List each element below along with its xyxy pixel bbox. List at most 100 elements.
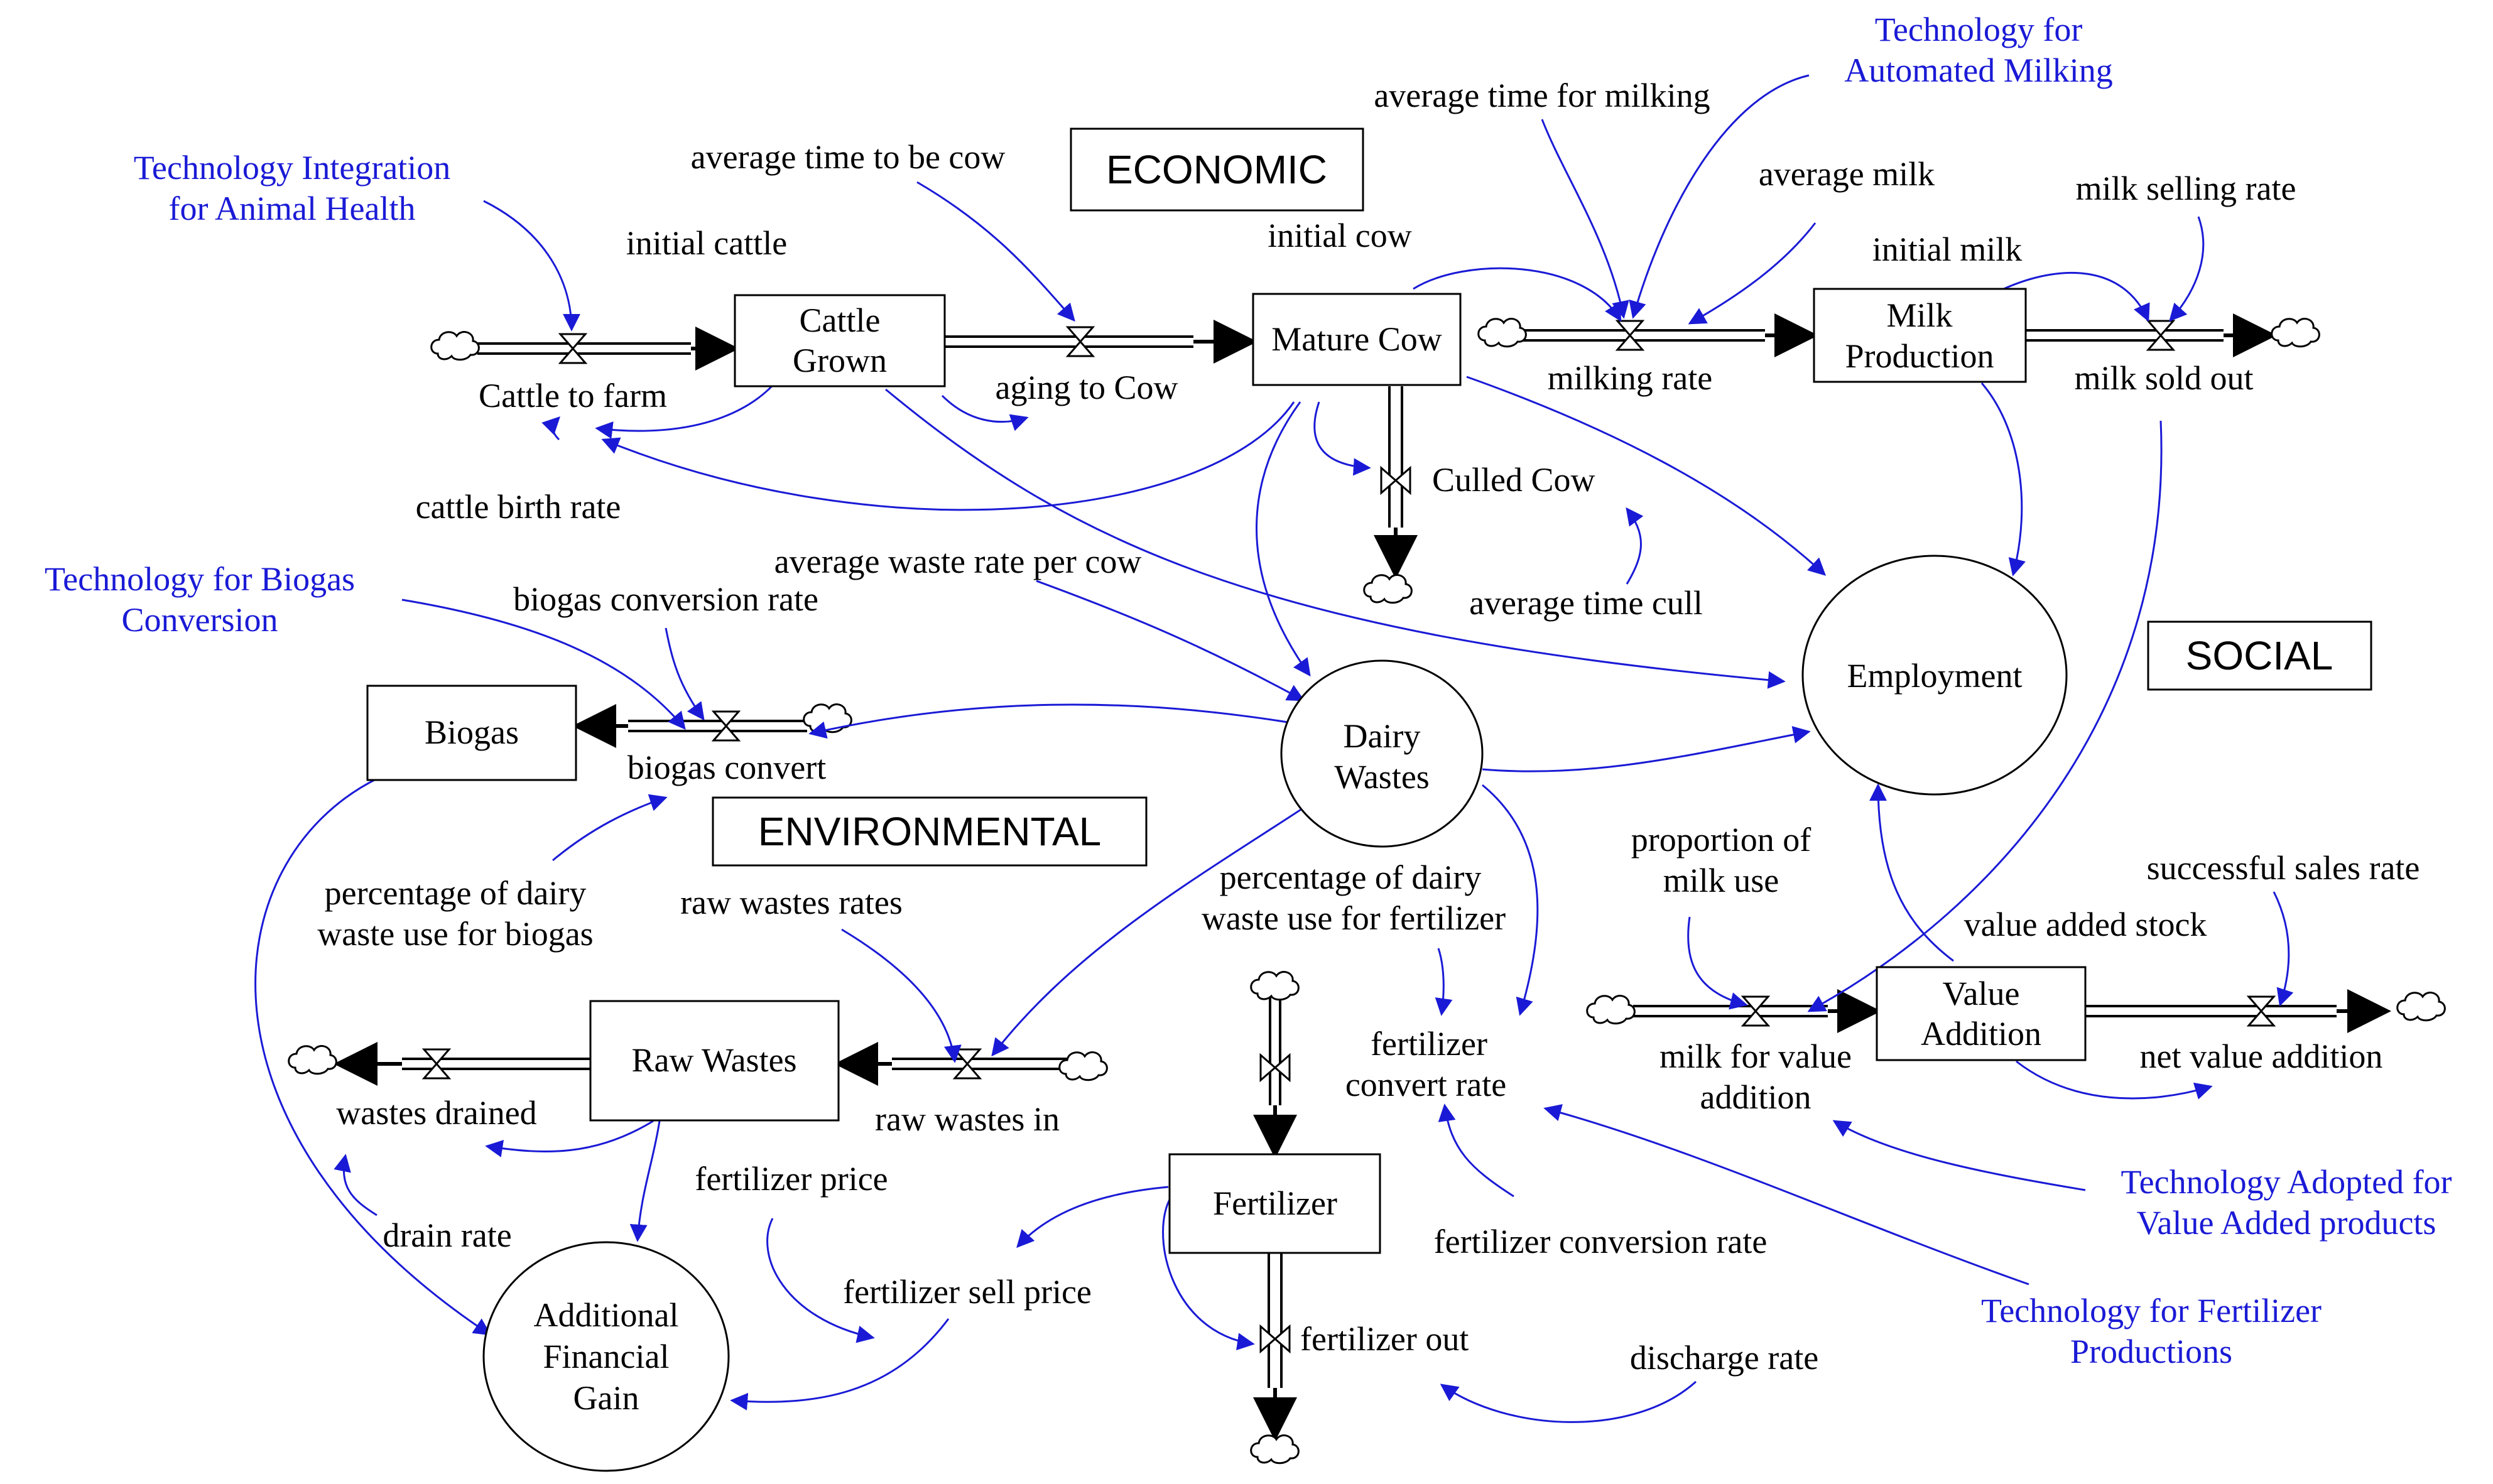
pipe-wastes-drained — [402, 1058, 590, 1070]
flow-milk-for-value: addition — [1700, 1078, 1811, 1116]
stock-mature-cow-label: Mature Cow — [1271, 320, 1442, 358]
var-successful-sales-rate: successful sales rate — [2147, 849, 2420, 887]
flow-culled-cow: Culled Cow — [1432, 461, 1595, 499]
valve-icon — [1259, 1053, 1291, 1083]
technology-labels: Technology Integration for Animal Health… — [45, 11, 2452, 1370]
var-raw-wastes-rates: raw wastes rates — [680, 884, 903, 921]
cloud-icon — [2271, 318, 2320, 348]
cloud-icon — [2396, 992, 2446, 1022]
circle-dairy-wastes — [1280, 659, 1484, 848]
valve-icon — [2146, 320, 2176, 351]
cloud-icon — [1363, 574, 1413, 604]
flow-raw-wastes-in: raw wastes in — [875, 1100, 1060, 1138]
var-milk-selling-rate: milk selling rate — [2076, 170, 2296, 207]
circle-dairy-wastes-label: Wastes — [1334, 758, 1430, 796]
stock-biogas — [366, 685, 577, 781]
pipe-fertilizer-in — [1269, 994, 1281, 1105]
tech-automated-milking: Technology for — [1875, 11, 2083, 48]
tech-fertilizer-productions: Productions — [2070, 1333, 2232, 1370]
tech-value-added: Value Added products — [2137, 1204, 2436, 1242]
section-environmental: ENVIRONMENTAL — [758, 809, 1101, 854]
valve-icon — [558, 333, 588, 364]
stock-milk-production — [1813, 288, 2027, 383]
clouds — [288, 318, 2446, 1465]
section-economic: ECONOMIC — [1106, 147, 1327, 192]
flow-labels: Cattle to farm aging to Cow milking rate… — [336, 359, 2382, 1358]
pipe-milking-rate — [1520, 329, 1765, 342]
causal-links — [254, 74, 2294, 1423]
valve-icon — [1065, 326, 1095, 357]
stock-mature-cow — [1252, 293, 1462, 386]
flow-aging-to-cow: aging to Cow — [996, 369, 1178, 406]
stock-raw-wastes — [589, 1000, 840, 1122]
flow-fertilizer-out: fertilizer out — [1300, 1320, 1469, 1358]
pipe-milk-for-value — [1633, 1005, 1828, 1017]
stock-cattle-grown — [734, 294, 946, 387]
cloud-icon — [1477, 318, 1527, 348]
cloud-icon — [1586, 995, 1636, 1025]
pipe-cattle-to-farm — [477, 342, 691, 355]
circle-employment — [1801, 555, 2068, 796]
var-average-time-for-milking: average time for milking — [1374, 77, 1710, 114]
valve-icon — [711, 710, 741, 742]
pipe-fertilizer-out — [1268, 1253, 1283, 1388]
var-average-milk: average milk — [1759, 155, 1935, 193]
flow-wastes-drained: wastes drained — [336, 1094, 536, 1132]
cloud-icon — [430, 331, 480, 361]
tech-fertilizer-productions: Technology for Fertilizer — [1981, 1292, 2322, 1330]
var-initial-milk: initial milk — [1872, 230, 2023, 268]
circle-dairy-wastes-label: Dairy — [1344, 717, 1421, 755]
stock-fertilizer — [1168, 1153, 1381, 1254]
valve-icon — [2246, 995, 2276, 1027]
cloud-icon — [288, 1045, 337, 1075]
tech-animal-health: Technology Integration — [134, 149, 451, 187]
pipe-milk-sold-out — [2026, 329, 2224, 342]
cloud-icon — [1058, 1051, 1108, 1081]
section-social-box — [2147, 620, 2372, 691]
var-average-time-cull: average time cull — [1469, 584, 1703, 622]
var-average-time-to-be-cow: average time to be cow — [691, 138, 1006, 176]
var-pct-waste-biogas: waste use for biogas — [317, 915, 593, 953]
cloud-icon — [1250, 1434, 1300, 1465]
var-average-waste-rate-per-cow: average waste rate per cow — [774, 543, 1142, 580]
valves — [421, 320, 2276, 1354]
var-value-added-stock: value added stock — [1964, 906, 2207, 943]
circle-financial-gain-label: Gain — [573, 1379, 639, 1417]
var-fertilizer-price: fertilizer price — [695, 1160, 888, 1198]
valve-icon — [952, 1048, 982, 1080]
cloud-icon — [803, 703, 852, 734]
section-labels: ECONOMIC SOCIAL ENVIRONMENTAL — [712, 127, 2372, 867]
valve-icon — [421, 1048, 452, 1080]
var-biogas-conversion-rate: biogas conversion rate — [513, 580, 818, 618]
section-environmental-box — [712, 796, 1148, 867]
pipe-biogas-convert — [628, 720, 807, 732]
stock-fertilizer-label: Fertilizer — [1213, 1184, 1337, 1222]
stock-raw-wastes-label: Raw Wastes — [631, 1041, 796, 1079]
var-proportion-of-milk-use: milk use — [1663, 862, 1779, 899]
var-pct-waste-fertilizer: waste use for fertilizer — [1202, 899, 1506, 937]
valve-icon — [1380, 465, 1411, 496]
var-pct-waste-biogas: percentage of dairy — [325, 874, 587, 912]
var-cattle-birth-rate: cattle birth rate — [416, 488, 621, 526]
circle-financial-gain-label: Additional — [534, 1296, 679, 1334]
circles: Employment Dairy Wastes Additional Finan… — [482, 555, 2068, 1472]
valve-icon — [1259, 1324, 1291, 1354]
var-pct-waste-fertilizer: percentage of dairy — [1220, 858, 1482, 896]
flow-net-value-addition: net value addition — [2140, 1037, 2383, 1075]
stock-biogas-label: Biogas — [425, 713, 519, 751]
pipe-culled-cow — [1388, 386, 1403, 528]
tech-biogas-conversion: Technology for Biogas — [45, 560, 355, 598]
var-discharge-rate: discharge rate — [1630, 1339, 1818, 1377]
tech-biogas-conversion: Conversion — [122, 601, 278, 639]
var-fertilizer-convert-rate: convert rate — [1345, 1066, 1506, 1103]
flow-milk-for-value: milk for value — [1659, 1037, 1852, 1075]
variable-labels: average time to be cow average time for … — [317, 77, 2420, 1377]
flow-milking-rate: milking rate — [1548, 359, 1712, 397]
pipe-aging-to-cow — [945, 335, 1193, 348]
circle-employment-label: Employment — [1847, 657, 2023, 695]
cloud-icon — [1250, 971, 1300, 1001]
flow-cattle-to-farm: Cattle to farm — [479, 377, 667, 414]
var-fertilizer-convert-rate: fertilizer — [1371, 1025, 1487, 1063]
tech-animal-health: for Animal Health — [169, 190, 416, 227]
